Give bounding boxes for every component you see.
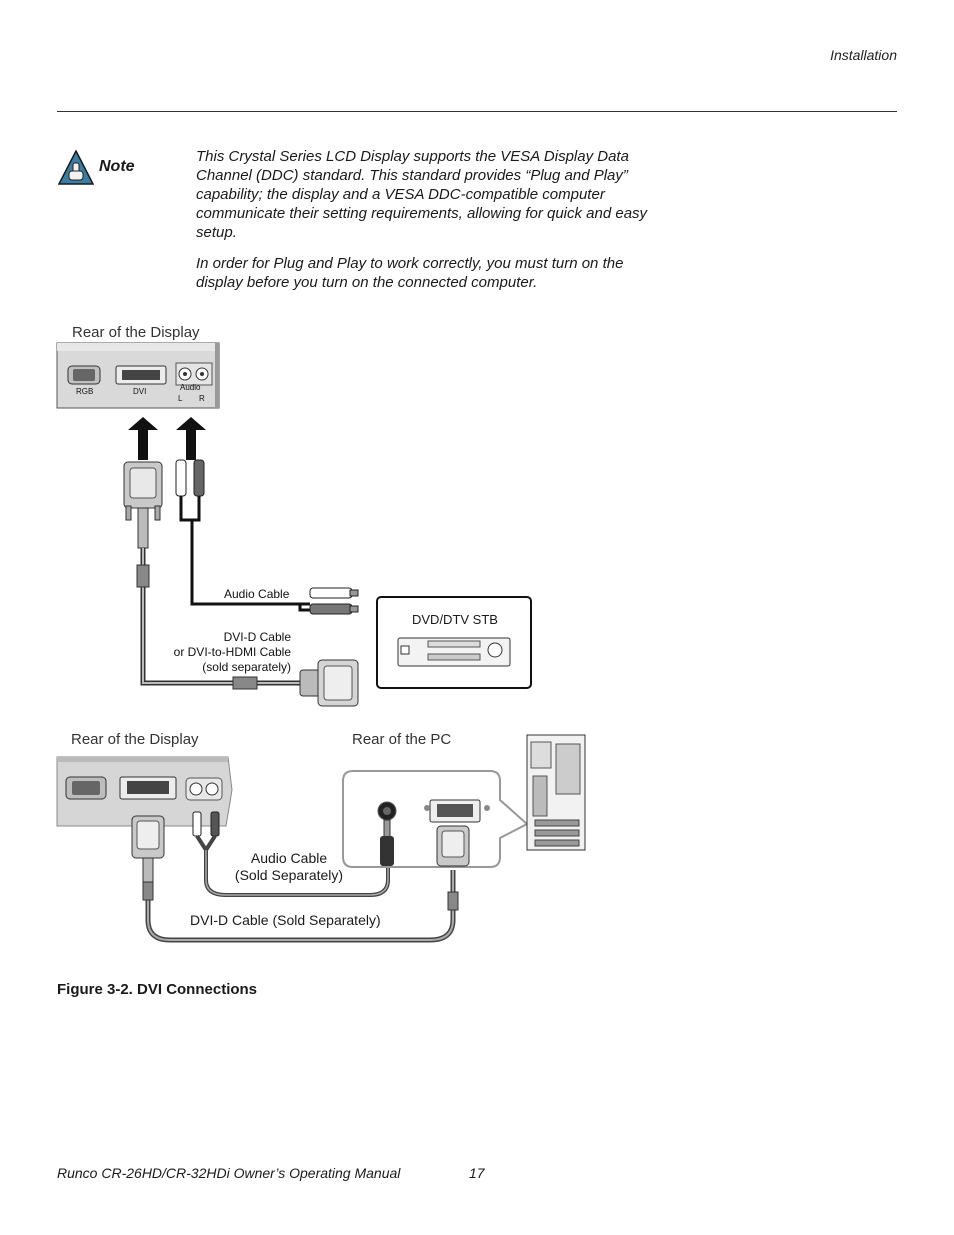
dvi-label-line-2: or DVI-to-HDMI Cable [173, 645, 291, 659]
top-dvi-plug [123, 461, 163, 549]
audio-end-plugs [309, 587, 359, 615]
note-hand-icon [58, 150, 94, 185]
dvi-label-line-3: (sold separately) [202, 660, 291, 674]
note-paragraph-2: In order for Plug and Play to work corre… [196, 255, 624, 291]
dvd-stb-label: DVD/DTV STB [412, 612, 498, 627]
running-header: Installation [830, 47, 897, 63]
bottom-rear-display-label: Rear of the Display [71, 731, 199, 748]
top-audio-cable-label: Audio Cable [224, 587, 290, 601]
bottom-dvi-cable-label: DVI-D Cable (Sold Separately) [190, 912, 381, 928]
note-paragraph-1: This Crystal Series LCD Display supports… [196, 148, 648, 241]
dvi-end-plug [299, 659, 359, 707]
top-rca-plugs [175, 459, 205, 497]
page-number: 17 [469, 1165, 485, 1181]
footer-manual-title: Runco CR-26HD/CR-32HDi Owner’s Operating… [57, 1165, 401, 1181]
port-dvi-label: DVI [133, 387, 147, 396]
bottom-rca-plugs [192, 811, 220, 837]
dvi-label-line-1: DVI-D Cable [223, 630, 291, 644]
header-rule [57, 111, 897, 112]
bottom-audio-line-2: (Sold Separately) [234, 867, 344, 883]
port-audio-label: Audio [180, 383, 201, 392]
dvd-stb-box [376, 596, 532, 689]
port-rgb-label: RGB [76, 387, 94, 396]
note-body: This Crystal Series LCD Display supports… [196, 147, 666, 304]
connection-arrows [128, 417, 206, 460]
top-rear-display-label: Rear of the Display [72, 324, 200, 341]
bottom-audio-line-1: Audio Cable [250, 850, 328, 866]
figure-caption: Figure 3-2. DVI Connections [57, 981, 258, 998]
bottom-audio-cable-label: Audio Cable (Sold Separately) [234, 850, 344, 884]
note-label: Note [99, 158, 135, 175]
bottom-display-panel [56, 756, 233, 827]
bottom-dvi-plug-display [131, 815, 165, 883]
port-l-label: L [178, 394, 183, 403]
pc-tower [526, 734, 586, 851]
top-dvi-cable-label: DVI-D Cable or DVI-to-HDMI Cable (sold s… [150, 630, 291, 675]
port-r-label: R [199, 394, 205, 403]
rear-pc-label: Rear of the PC [352, 731, 452, 748]
top-display-panel [56, 342, 220, 409]
pc-rear-callout [342, 770, 529, 868]
